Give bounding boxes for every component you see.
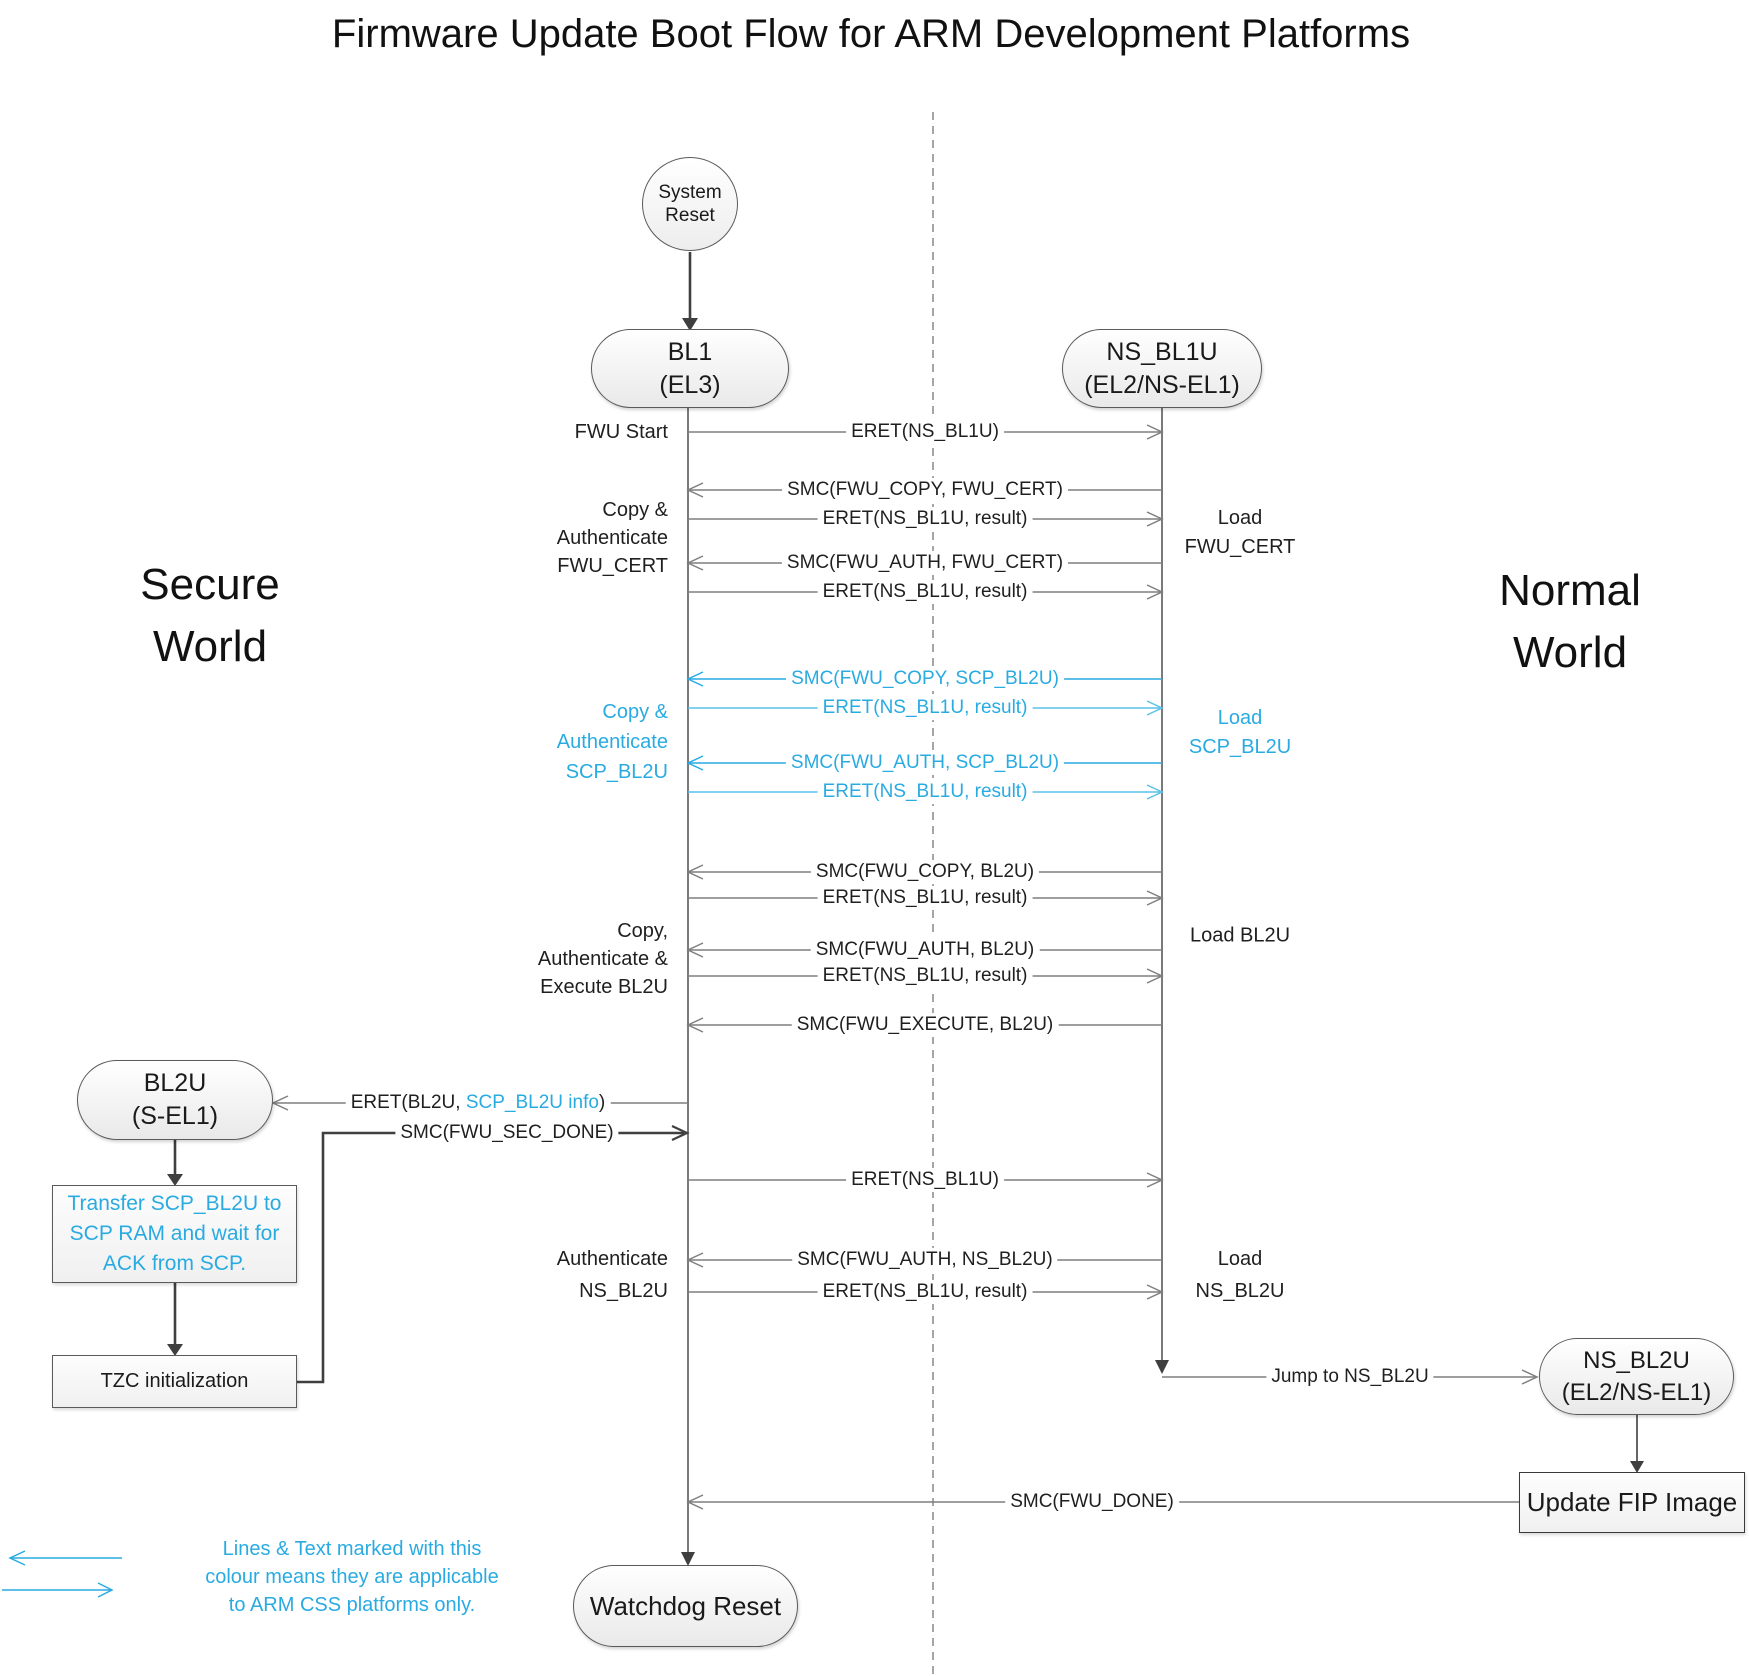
msg-smc-fwu-auth-scp-bl2u: SMC(FWU_AUTH, SCP_BL2U)	[785, 751, 1065, 775]
arrow-bl2u-to-transfer	[167, 1140, 183, 1186]
label-authenticate-ns-bl2u: Authenticate NS_BL2U	[556, 1248, 668, 1302]
msg-smc-fwu-copy-bl2u: SMC(FWU_COPY, BL2U)	[810, 860, 1040, 884]
bl1-lifeline	[681, 408, 695, 1566]
msg-smc-fwu-auth-ns-bl2u: SMC(FWU_AUTH, NS_BL2U)	[792, 1248, 1058, 1272]
msg-eret-bl2u: ERET(BL2U, SCP_BL2U info)	[345, 1091, 611, 1115]
msg-eret-ns-bl1u-1: ERET(NS_BL1U)	[846, 420, 1004, 444]
label-copy-auth-exec-bl2u: Copy, Authenticate & Execute BL2U	[537, 920, 668, 998]
node-ns-bl2u: NS_BL2U (EL2/NS-EL1)	[1539, 1338, 1734, 1415]
msg-jump-to-ns-bl2u: Jump to NS_BL2U	[1266, 1365, 1434, 1389]
diagram-title: Firmware Update Boot Flow for ARM Develo…	[331, 12, 1411, 56]
msg-eret-ns-bl1u-2: ERET(NS_BL1U)	[846, 1168, 1004, 1192]
msg-smc-fwu-auth-bl2u: SMC(FWU_AUTH, BL2U)	[810, 938, 1040, 962]
msg-smc-fwu-copy-scp-bl2u: SMC(FWU_COPY, SCP_BL2U)	[786, 667, 1064, 691]
msg-eret-result-6: ERET(NS_BL1U, result)	[817, 964, 1033, 988]
msg-smc-fwu-execute-bl2u: SMC(FWU_EXECUTE, BL2U)	[791, 1013, 1059, 1037]
node-transfer-scp-bl2u: Transfer SCP_BL2U to SCP RAM and wait fo…	[52, 1185, 297, 1283]
node-system-reset: System Reset	[642, 157, 738, 251]
msg-smc-fwu-done: SMC(FWU_DONE)	[1005, 1490, 1179, 1514]
node-ns-bl1u: NS_BL1U (EL2/NS-EL1)	[1062, 329, 1262, 408]
msg-smc-fwu-sec-done: SMC(FWU_SEC_DONE)	[395, 1121, 619, 1145]
arrow-system-reset-to-bl1	[682, 252, 698, 331]
ns-bl1u-lifeline	[1155, 408, 1169, 1374]
node-bl2u: BL2U (S-EL1)	[77, 1060, 273, 1140]
msg-eret-result-7: ERET(NS_BL1U, result)	[817, 1280, 1033, 1304]
msg-eret-bl2u-highlight: SCP_BL2U info	[465, 1092, 599, 1113]
secure-world-label: Secure World	[140, 560, 280, 671]
label-copy-auth-fwu-cert: Copy & Authenticate FWU_CERT	[556, 499, 668, 577]
msg-eret-result-5: ERET(NS_BL1U, result)	[817, 886, 1033, 910]
legend-text: Lines & Text marked with this colour mea…	[205, 1538, 499, 1616]
msg-eret-result-2: ERET(NS_BL1U, result)	[817, 580, 1033, 604]
normal-world-label: Normal World	[1499, 566, 1641, 677]
node-update-fip-image: Update FIP Image	[1519, 1472, 1745, 1533]
label-fwu-start: FWU Start	[574, 421, 668, 443]
node-bl1: BL1 (EL3)	[591, 329, 789, 408]
legend-arrow-left	[8, 1550, 122, 1566]
label-load-ns-bl2u: Load NS_BL2U	[1195, 1248, 1285, 1302]
node-tzc-initialization: TZC initialization	[52, 1355, 297, 1408]
label-load-scp-bl2u: Load SCP_BL2U	[1188, 707, 1292, 758]
label-load-bl2u: Load BL2U	[1189, 924, 1291, 947]
label-copy-auth-scp-bl2u: Copy & Authenticate SCP_BL2U	[556, 701, 668, 783]
msg-eret-result-4: ERET(NS_BL1U, result)	[817, 780, 1033, 804]
legend-arrow-right	[2, 1582, 114, 1598]
msg-smc-fwu-copy-fwu-cert: SMC(FWU_COPY, FWU_CERT)	[782, 478, 1068, 502]
msg-eret-result-3: ERET(NS_BL1U, result)	[817, 696, 1033, 720]
node-watchdog-reset: Watchdog Reset	[573, 1565, 798, 1647]
msg-smc-fwu-auth-fwu-cert: SMC(FWU_AUTH, FWU_CERT)	[781, 551, 1069, 575]
label-load-fwu-cert: Load FWU_CERT	[1184, 507, 1296, 558]
arrow-ns-bl2u-to-update-fip	[1630, 1415, 1644, 1473]
msg-eret-result-1: ERET(NS_BL1U, result)	[817, 507, 1033, 531]
arrow-transfer-to-tzc	[167, 1283, 183, 1356]
